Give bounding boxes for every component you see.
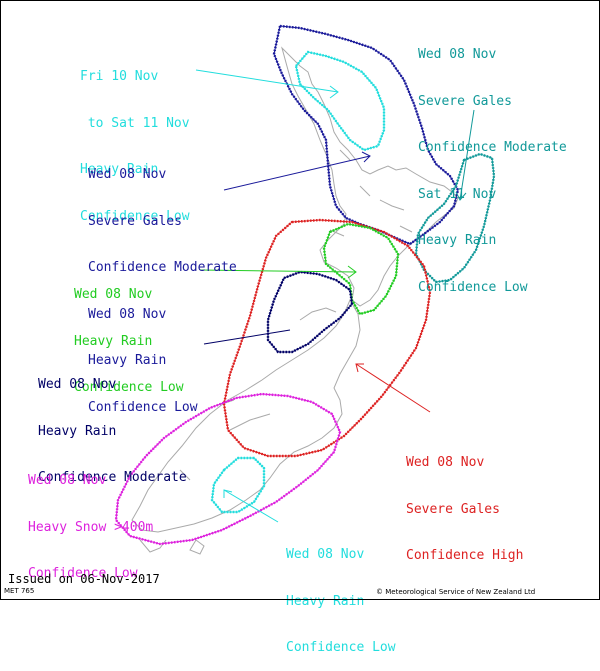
- label-rain-north-cyan: Fri 10 Nov to Sat 11 Nov Heavy Rain Conf…: [80, 69, 190, 224]
- magenta-snow-area: [114, 392, 342, 546]
- arrow-navy-north: [223, 155, 371, 191]
- red-gales-area: [222, 218, 432, 458]
- navy-gales-north-area: [272, 24, 460, 246]
- arrow-red: [355, 363, 431, 413]
- label-gales-red: Wed 08 Nov Severe Gales Confidence High: [406, 455, 524, 563]
- arrow-cyan-north: [195, 69, 339, 93]
- warning-map: [114, 24, 496, 555]
- label-rain-moderate-navy: Wed 08 Nov Heavy Rain Confidence Moderat…: [38, 377, 187, 485]
- north-island-outline: [281, 46, 459, 307]
- leader-lines: [195, 69, 475, 523]
- label-rain-green: Wed 08 Nov Heavy Rain Confidence Low: [74, 287, 184, 395]
- arrow-navy-moderate: [203, 329, 291, 345]
- teal-east-area: [414, 152, 496, 284]
- label-gales-north-navy: Wed 08 Nov Severe Gales Confidence Moder…: [88, 167, 237, 415]
- cyan-rain-south-area: [210, 456, 266, 514]
- label-snow-magenta: Wed 08 Nov Heavy Snow >400m Confidence L…: [28, 473, 154, 581]
- arrow-green: [199, 269, 357, 273]
- cyan-rain-north-area: [294, 50, 386, 152]
- issued-date: Issued on 06-Nov-2017: [8, 572, 160, 586]
- green-rain-area: [322, 222, 400, 316]
- arrow-teal: [459, 109, 475, 201]
- copyright-credit: © Meteorological Service of New Zealand …: [376, 588, 536, 596]
- product-code: MET 765: [4, 587, 35, 595]
- south-island-outline: [131, 298, 361, 555]
- arrow-cyan-south: [223, 489, 279, 523]
- navy-rain-moderate-area: [266, 270, 354, 354]
- label-east-teal: Wed 08 Nov Severe Gales Confidence Moder…: [418, 47, 567, 295]
